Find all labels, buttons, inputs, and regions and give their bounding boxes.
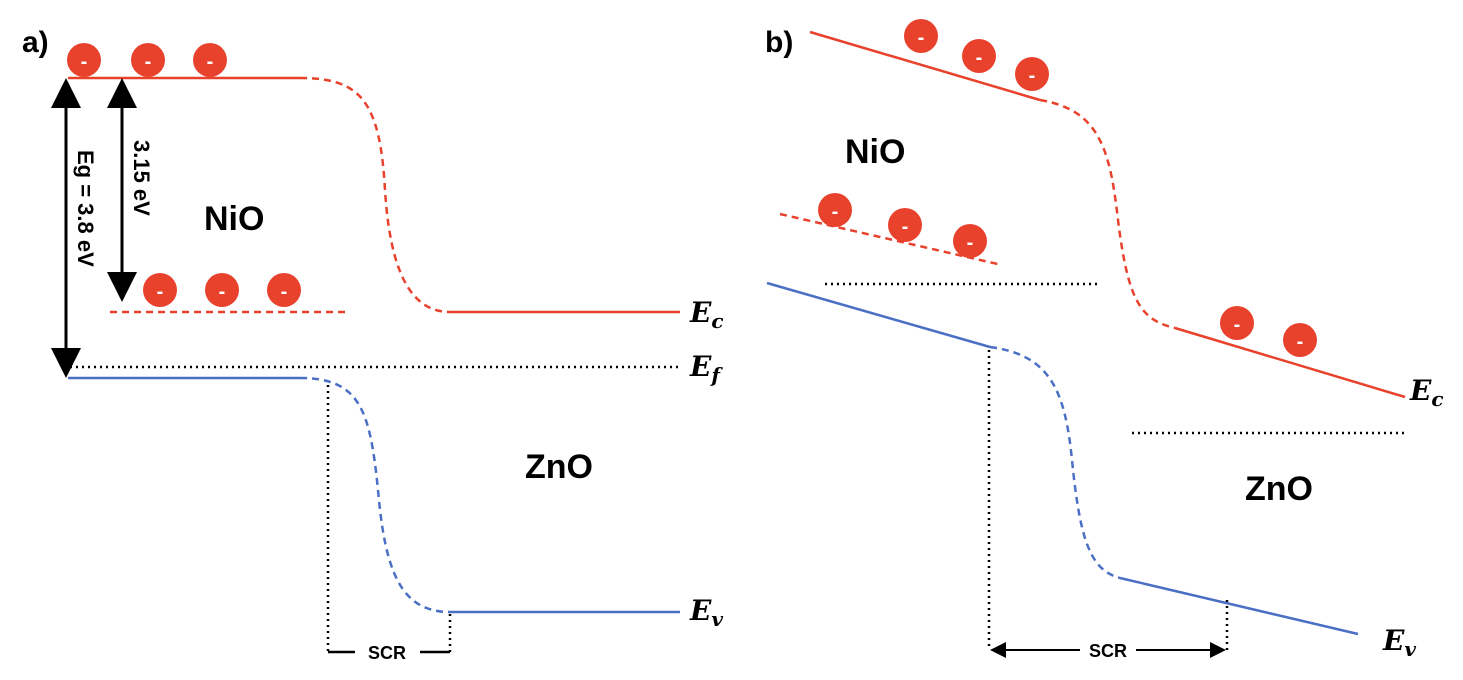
panel-a-level-label: 3.15 eV [129, 140, 154, 216]
panel-b-electron: - [818, 193, 852, 227]
svg-text:-: - [1297, 331, 1304, 353]
panel-a-electron: - [193, 43, 227, 77]
svg-text:-: - [976, 47, 983, 69]
panel-b-valence-band-right [1119, 576, 1359, 636]
panel-a-ec-label: Ec [689, 296, 724, 333]
panel-b-conduction-band-left [809, 30, 1041, 102]
svg-text:-: - [918, 27, 925, 49]
panel-a-valence-band-bend [299, 376, 451, 614]
panel-b-scr-label: SCR [1089, 641, 1127, 661]
svg-text:-: - [902, 216, 909, 238]
svg-text:-: - [145, 51, 152, 73]
panel-a-ev-label: Ev [689, 594, 723, 631]
panel-a-label: a) [22, 26, 49, 59]
panel-a-electron: - [205, 273, 239, 307]
panel-a-electron: - [131, 43, 165, 77]
panel-b-valence-band-bend [989, 345, 1121, 580]
panel-b-electron: - [962, 39, 996, 73]
panel-b-valence-band-left [766, 281, 991, 349]
svg-text:-: - [207, 51, 214, 73]
panel-b-electron: - [1283, 323, 1317, 357]
svg-text:-: - [219, 281, 226, 303]
panel-a-nio-label: NiO [204, 200, 264, 238]
panel-b-electron: - [904, 19, 938, 53]
panel-b-ec-label: Ec [1409, 374, 1444, 411]
panel-b-electron: - [1015, 57, 1049, 91]
panel-a-electron: - [143, 273, 177, 307]
svg-text:-: - [1029, 65, 1036, 87]
panel-a-electron: - [67, 43, 101, 77]
panel-a-ef-label: Ef [689, 350, 723, 387]
panel-a-scr-label: SCR [368, 643, 406, 663]
panel-b-electron: - [1220, 306, 1254, 340]
panel-b-conduction-band-bend [1039, 98, 1176, 330]
panel-b-label: b) [765, 26, 793, 59]
panel-a: a) Eg = 3.8 eV 3.15 eV NiO ZnO - - - - -… [22, 26, 724, 663]
panel-a-electron: - [267, 273, 301, 307]
svg-text:-: - [157, 281, 164, 303]
panel-b-conduction-band-right [1174, 326, 1406, 399]
panel-a-bandgap-label: Eg = 3.8 eV [73, 150, 98, 267]
panel-b: b) NiO ZnO - - - - - - - - SCR E [765, 19, 1444, 661]
panel-b-electron: - [888, 208, 922, 242]
svg-text:-: - [81, 51, 88, 73]
panel-b-ev-label: Ev [1382, 624, 1416, 661]
panel-b-nio-label: NiO [845, 133, 905, 171]
svg-text:-: - [281, 281, 288, 303]
panel-b-electron: - [953, 224, 987, 258]
panel-a-conduction-band-bend [299, 76, 451, 314]
svg-text:-: - [967, 232, 974, 254]
svg-text:-: - [832, 201, 839, 223]
panel-b-zno-label: ZnO [1245, 470, 1313, 508]
svg-text:-: - [1234, 314, 1241, 336]
panel-b-defect-level [779, 212, 1003, 267]
panel-a-zno-label: ZnO [525, 448, 593, 486]
